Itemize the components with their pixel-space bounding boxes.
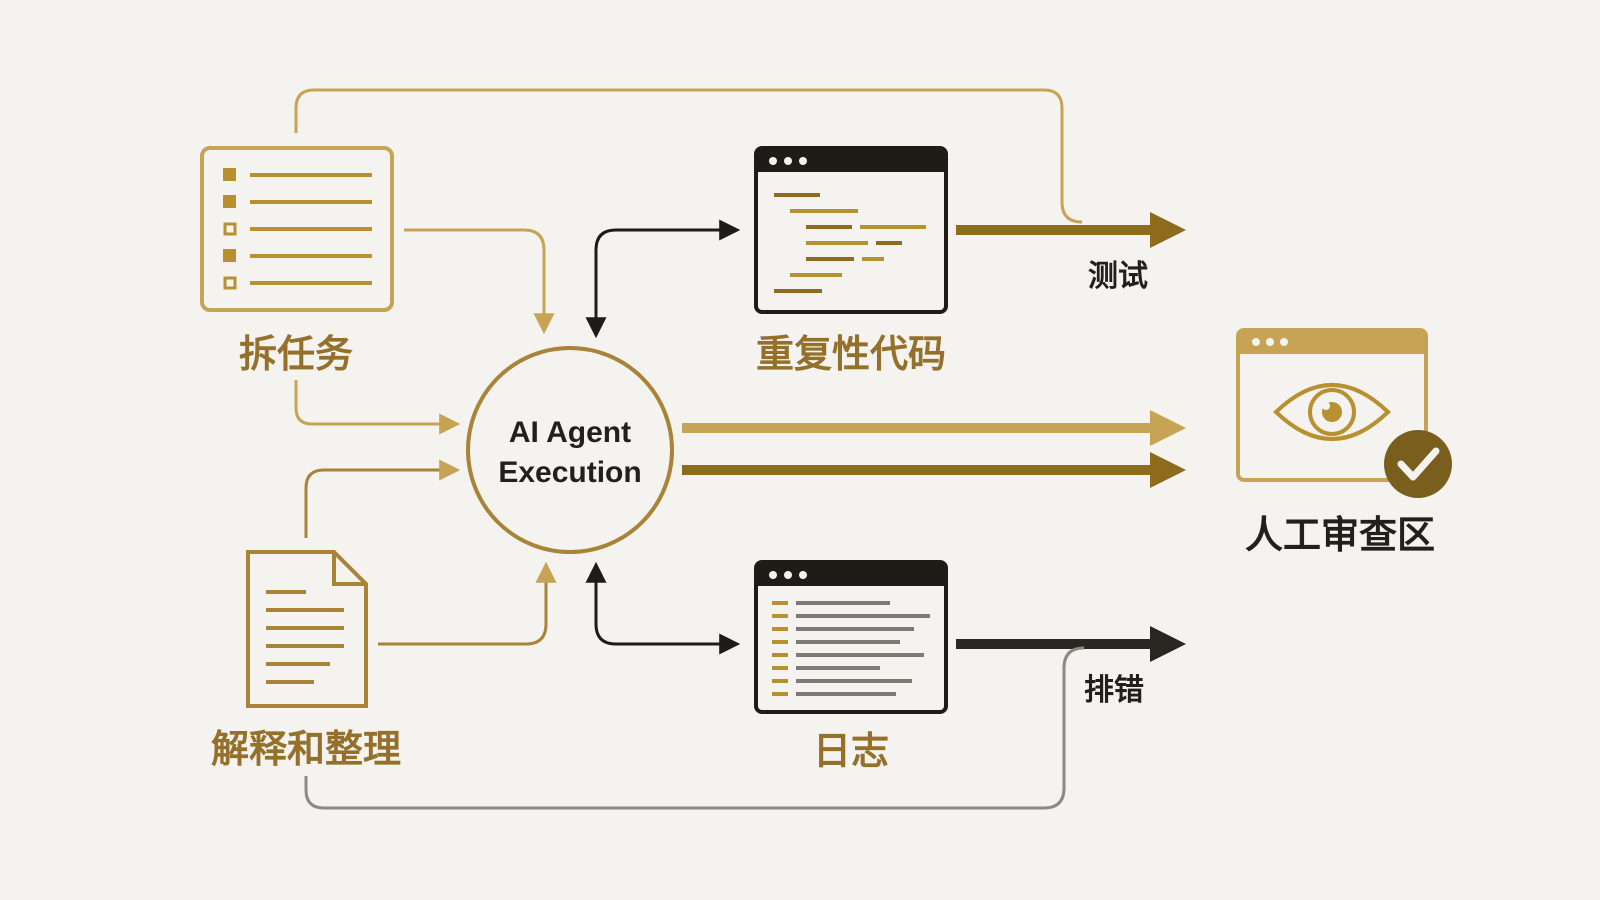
arrow-code-to-test-head: [1150, 212, 1186, 248]
label-logs: 日志: [813, 729, 889, 773]
center-node: AI Agent Execution: [466, 346, 674, 554]
arrow-center-to-review-upper-head: [1150, 410, 1186, 446]
label-debug: 排错: [1084, 673, 1144, 708]
connector-explain-to-center-upper: [304, 459, 461, 538]
connector-explain-to-center-lower: [378, 561, 557, 646]
connector-explain-to-debug-loop: [304, 646, 1085, 810]
label-tasks: 拆任务: [239, 332, 353, 376]
document-icon: [246, 550, 368, 708]
log-window-icon: [754, 560, 948, 714]
center-label-line1: AI Agent: [509, 416, 631, 449]
connector-center-logs-bidirectional: [585, 561, 741, 655]
center-label-line2: Execution: [498, 456, 641, 489]
label-code: 重复性代码: [756, 332, 946, 376]
label-explain: 解释和整理: [211, 727, 401, 771]
connector-tasks-to-test-loop: [294, 88, 1083, 224]
arrow-center-to-review-lower-head: [1150, 452, 1186, 488]
check-badge-icon: [1384, 430, 1452, 498]
checklist-icon: [200, 146, 394, 312]
connector-tasks-to-center: [404, 228, 555, 335]
eye-window-icon: [1236, 328, 1428, 482]
label-test: 测试: [1088, 259, 1148, 294]
connector-tasks-label-to-center: [294, 380, 461, 435]
label-review: 人工审查区: [1245, 513, 1435, 557]
arrow-logs-to-debug-head: [1150, 626, 1186, 662]
code-window-icon: [754, 146, 948, 314]
connector-center-code-bidirectional: [585, 219, 741, 339]
